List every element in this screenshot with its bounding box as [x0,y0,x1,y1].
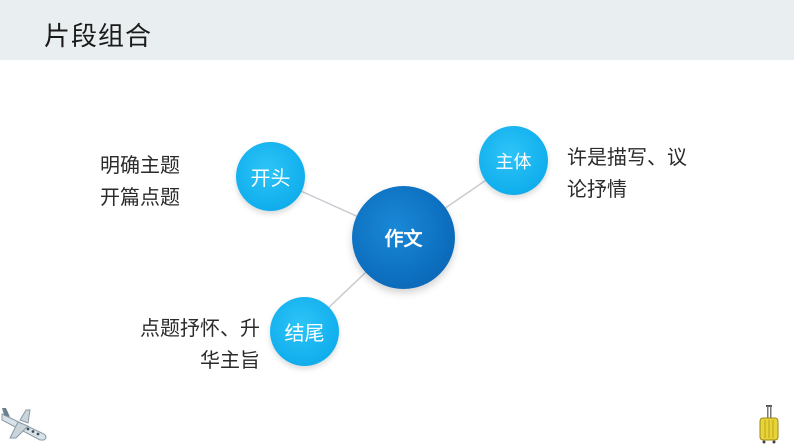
node-kaitou: 开头 [236,142,305,211]
note-kaitou-line-2: 开篇点题 [100,185,180,209]
node-jiewei-label: 结尾 [284,321,325,345]
note-jiewei-line-1: 点题抒怀、升 [140,316,260,340]
note-jiewei-line-2: 华主旨 [200,348,260,372]
center-node-zuowen: 作文 [352,186,455,289]
page-title: 片段组合 [44,22,153,52]
center-node-label: 作文 [384,228,423,250]
note-kaitou-line-1: 明确主题 [100,153,180,177]
node-zhuti-label: 主体 [495,151,532,173]
note-zhuti-line-2: 论抒情 [567,177,627,201]
airplane-icon [1,408,47,441]
note-zhuti-line-1: 许是描写、议 [567,145,687,169]
note-jiewei: 点题抒怀、升 华主旨 [120,312,260,376]
node-kaitou-label: 开头 [250,166,291,190]
note-zhuti: 许是描写、议 论抒情 [567,141,687,205]
title-bar: 片段组合 [0,0,794,60]
luggage-icon [759,405,779,444]
node-zhuti: 主体 [479,126,548,195]
node-jiewei: 结尾 [270,297,339,366]
note-kaitou: 明确主题 开篇点题 [100,149,180,213]
